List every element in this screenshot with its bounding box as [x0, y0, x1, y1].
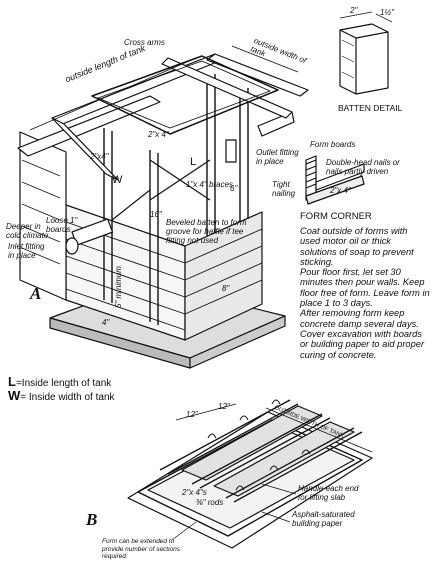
double-head-label: Double-head nails or nails partly driven	[326, 158, 400, 176]
inlet-fitting-label: Inlet fitting in place	[8, 242, 45, 260]
legend-L-text: =Inside length of tank	[15, 378, 112, 389]
b-dim-12b: 12"	[218, 402, 230, 411]
legend-L-symbol: L	[8, 374, 16, 389]
legend-W-text: = Inside width of tank	[20, 392, 115, 403]
legend-L: L=Inside length of tank	[8, 374, 112, 390]
form-corner-drawing	[305, 155, 365, 205]
deeper-cold-label: Deeper in cold climate	[6, 222, 49, 240]
tight-nailing-label: Tight nailing	[272, 180, 296, 198]
b-handle-label: Handle each end for lifting slab	[298, 484, 359, 502]
cross-arm-right	[206, 53, 309, 97]
right-wall	[184, 211, 263, 341]
batten-dim-2: 2"	[350, 6, 358, 15]
instructions-block: Coat outside of forms with used motor oi…	[300, 226, 430, 360]
inlet-pipe	[65, 218, 114, 255]
form-boards-label: Form boards	[310, 140, 356, 149]
dim-6-label: 6"	[230, 184, 238, 193]
b-rods-label: ⅜" rods	[196, 498, 224, 507]
figure-b-letter: B	[86, 510, 98, 529]
dim-16-label: 16"	[150, 210, 162, 219]
dim-4-label: 4"	[102, 318, 110, 327]
loose-boards-label: Loose 1" boards	[46, 216, 78, 234]
form-corner-2x4-label: 2"x 4"	[330, 186, 351, 195]
batten-detail-title: BATTEN DETAIL	[338, 103, 403, 113]
braces-label: 1"x 4" braces	[186, 180, 234, 189]
b-extended-label: Form can be extended to provide number o…	[102, 538, 181, 560]
b-asphalt-label: Asphalt-saturated building paper	[292, 510, 355, 528]
batten-detail-drawing	[339, 11, 393, 95]
cross-arm-back	[161, 57, 293, 119]
batten-dim-1-5: 1½"	[380, 8, 394, 17]
legend-W-symbol: W	[8, 388, 21, 403]
minimum-label: 5" minimum	[114, 266, 123, 308]
b-two-by-fours-label: 2"x 4"s	[182, 488, 207, 497]
figure-a-letter: A	[30, 284, 42, 303]
outlet-pipe	[225, 139, 237, 163]
cross-arms-label: Cross arms	[124, 38, 165, 47]
form-corner-title: FORM CORNER	[300, 211, 372, 222]
legend-W: W= Inside width of tank	[8, 388, 115, 404]
two-by-four-top-label: 2"x 4"	[148, 130, 169, 139]
outlet-fitting-label: Outlet fitting in place	[256, 148, 299, 166]
instruction-2: Pour floor first, let set 30 minutes the…	[300, 267, 430, 309]
L-label: L	[190, 156, 197, 168]
beveled-batten-label: Beveled batten to form groove for baffle…	[166, 218, 247, 245]
dim-8-label: 8"	[222, 284, 230, 293]
instruction-1: Coat outside of forms with used motor oi…	[300, 226, 414, 267]
top-frame	[91, 55, 279, 135]
W-label: W	[112, 174, 123, 186]
cross-arm-left	[51, 117, 119, 181]
two-by-four-left-label: 2"x4"	[90, 152, 109, 161]
instruction-3: After removing form keep concrete damp s…	[300, 308, 425, 360]
b-dim-12a: 12"	[186, 410, 198, 419]
